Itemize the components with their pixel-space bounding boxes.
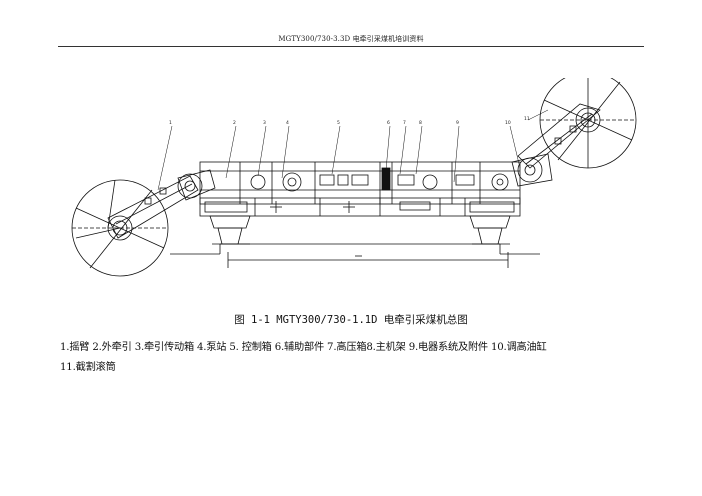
callout-number: 7 — [403, 120, 406, 126]
figure-caption: 图 1-1 MGTY300/730-1.1D 电牵引采煤机总图 — [234, 314, 468, 326]
legend-item: 4.泵站 — [197, 342, 227, 353]
right-shoe — [469, 215, 511, 245]
legend-item: 8.主机架 — [366, 342, 406, 353]
header-rule — [58, 46, 644, 47]
legend-item: 9.电器系统及附件 — [408, 342, 488, 353]
legend-item: 6.辅助部件 — [274, 342, 324, 353]
conveyor-line — [170, 243, 540, 268]
left-ranging-arm — [107, 169, 216, 241]
component-legend: 1.摇臂 2.外牵引 3.牵引传动箱 4.泵站 5. 控制箱 6.辅助部件 7.… — [60, 338, 650, 378]
legend-item: 1.摇臂 — [60, 342, 90, 353]
callout-number: 8 — [419, 120, 422, 126]
right-ranging-arm — [511, 103, 601, 187]
main-frame — [199, 197, 521, 217]
legend-item: 11.截割滚筒 — [60, 362, 116, 373]
callout-number: 2 — [233, 120, 236, 126]
legend-item: 10.调高油缸 — [490, 342, 547, 353]
left-cutting-drum — [71, 179, 169, 277]
callout-number: 3 — [263, 120, 266, 126]
legend-item: 5. 控制箱 — [229, 342, 272, 353]
right-cutting-drum — [539, 71, 637, 169]
callout-number: 4 — [286, 120, 289, 126]
callout-number: 1 — [169, 120, 172, 126]
callout-number: 11 — [524, 116, 530, 122]
callout-number: 5 — [337, 120, 340, 126]
callout-leaders — [157, 109, 549, 191]
page-header: MGTY300/730-3.3D 电牵引采煤机培训资料 — [278, 35, 424, 43]
callout-number: 10 — [505, 120, 511, 126]
callout-number: 9 — [456, 120, 459, 126]
legend-item: 2.外牵引 — [92, 342, 132, 353]
machine-body — [199, 161, 521, 205]
shearer-assembly-drawing: 1 2 3 4 5 6 7 8 9 10 11 — [60, 71, 650, 278]
left-shoe — [209, 215, 251, 245]
legend-item: 3.牵引传动箱 — [134, 342, 194, 353]
legend-item: 7.高压箱 — [327, 342, 367, 353]
callout-number: 6 — [387, 120, 390, 126]
